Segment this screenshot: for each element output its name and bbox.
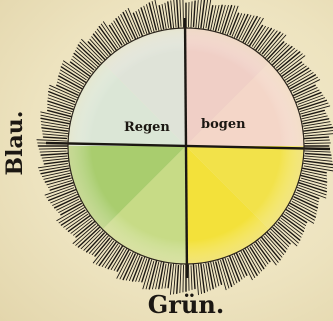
label-regen: Regen <box>124 120 170 135</box>
ring-ray <box>288 208 313 223</box>
label-bogen: bogen <box>201 117 246 132</box>
ring-ray <box>271 229 289 246</box>
ring-ray <box>43 158 68 161</box>
ring-ray <box>121 15 133 39</box>
ring-ray <box>302 171 327 176</box>
ring-ray <box>191 2 192 28</box>
ring-ray <box>53 194 78 205</box>
ring-ray <box>304 137 328 139</box>
ring-ray <box>237 15 248 38</box>
ring-ray <box>216 262 222 284</box>
ring-ray <box>42 171 70 177</box>
ring-ray <box>305 143 330 144</box>
ring-ray <box>89 234 107 253</box>
ring-ray <box>194 1 196 26</box>
label-gruen: Grün. <box>148 290 224 319</box>
ring-ray <box>189 2 190 26</box>
ring-ray <box>305 156 332 158</box>
ring-ray <box>262 32 280 53</box>
ring-ray <box>305 151 331 152</box>
ring-ray <box>41 153 68 155</box>
ring-ray <box>45 176 70 182</box>
ring-ray <box>302 110 324 116</box>
ring-ray <box>305 134 333 136</box>
ring-ray <box>211 6 216 31</box>
ring-ray <box>78 45 99 64</box>
ring-ray <box>196 1 198 28</box>
ring-ray <box>90 39 107 58</box>
ring-ray <box>273 47 292 65</box>
ring-ray <box>39 148 67 149</box>
ring-ray <box>302 116 328 121</box>
ring-ray <box>294 197 317 208</box>
ring-ray <box>269 43 286 61</box>
ring-ray <box>267 233 285 252</box>
ring-ray <box>248 18 263 43</box>
ring-ray <box>128 8 140 35</box>
label-blau: Blau. <box>2 111 28 176</box>
ring-ray <box>183 0 184 27</box>
ring-ray <box>58 79 80 90</box>
ring-ray <box>188 265 189 290</box>
ring-ray <box>156 262 162 289</box>
ring-ray <box>64 212 87 228</box>
ring-ray <box>40 151 66 152</box>
ring-ray <box>55 197 79 208</box>
ring-ray <box>59 201 81 213</box>
ring-ray <box>168 264 171 287</box>
ring-ray <box>93 34 110 55</box>
ring-ray <box>109 25 121 44</box>
ring-ray <box>44 161 68 164</box>
ring-ray <box>177 0 179 28</box>
ring-ray <box>43 134 68 136</box>
ring-ray <box>193 264 195 288</box>
ring-ray <box>180 0 181 26</box>
ring-ray <box>174 0 176 27</box>
ring-ray <box>258 30 274 51</box>
ring-ray <box>43 137 66 138</box>
ring-ray <box>42 156 67 158</box>
ring-ray <box>183 265 184 292</box>
ring-ray <box>306 140 330 141</box>
ring-ray <box>61 204 82 215</box>
ring-ray <box>180 265 181 293</box>
ring-ray <box>37 140 68 141</box>
ring-ray <box>117 250 128 271</box>
ring-ray <box>278 222 299 240</box>
ring-ray <box>49 190 76 201</box>
ring-ray <box>306 154 331 156</box>
ring-ray <box>191 266 192 290</box>
ring-ray <box>211 262 216 288</box>
ring-ray <box>41 168 69 173</box>
ring-ray <box>48 110 71 116</box>
ring-ray <box>101 24 118 48</box>
ring-ray <box>62 64 86 80</box>
ring-ray <box>281 218 302 234</box>
ring-ray <box>126 254 138 280</box>
ring-ray <box>102 244 118 267</box>
ring-ray <box>41 118 69 123</box>
